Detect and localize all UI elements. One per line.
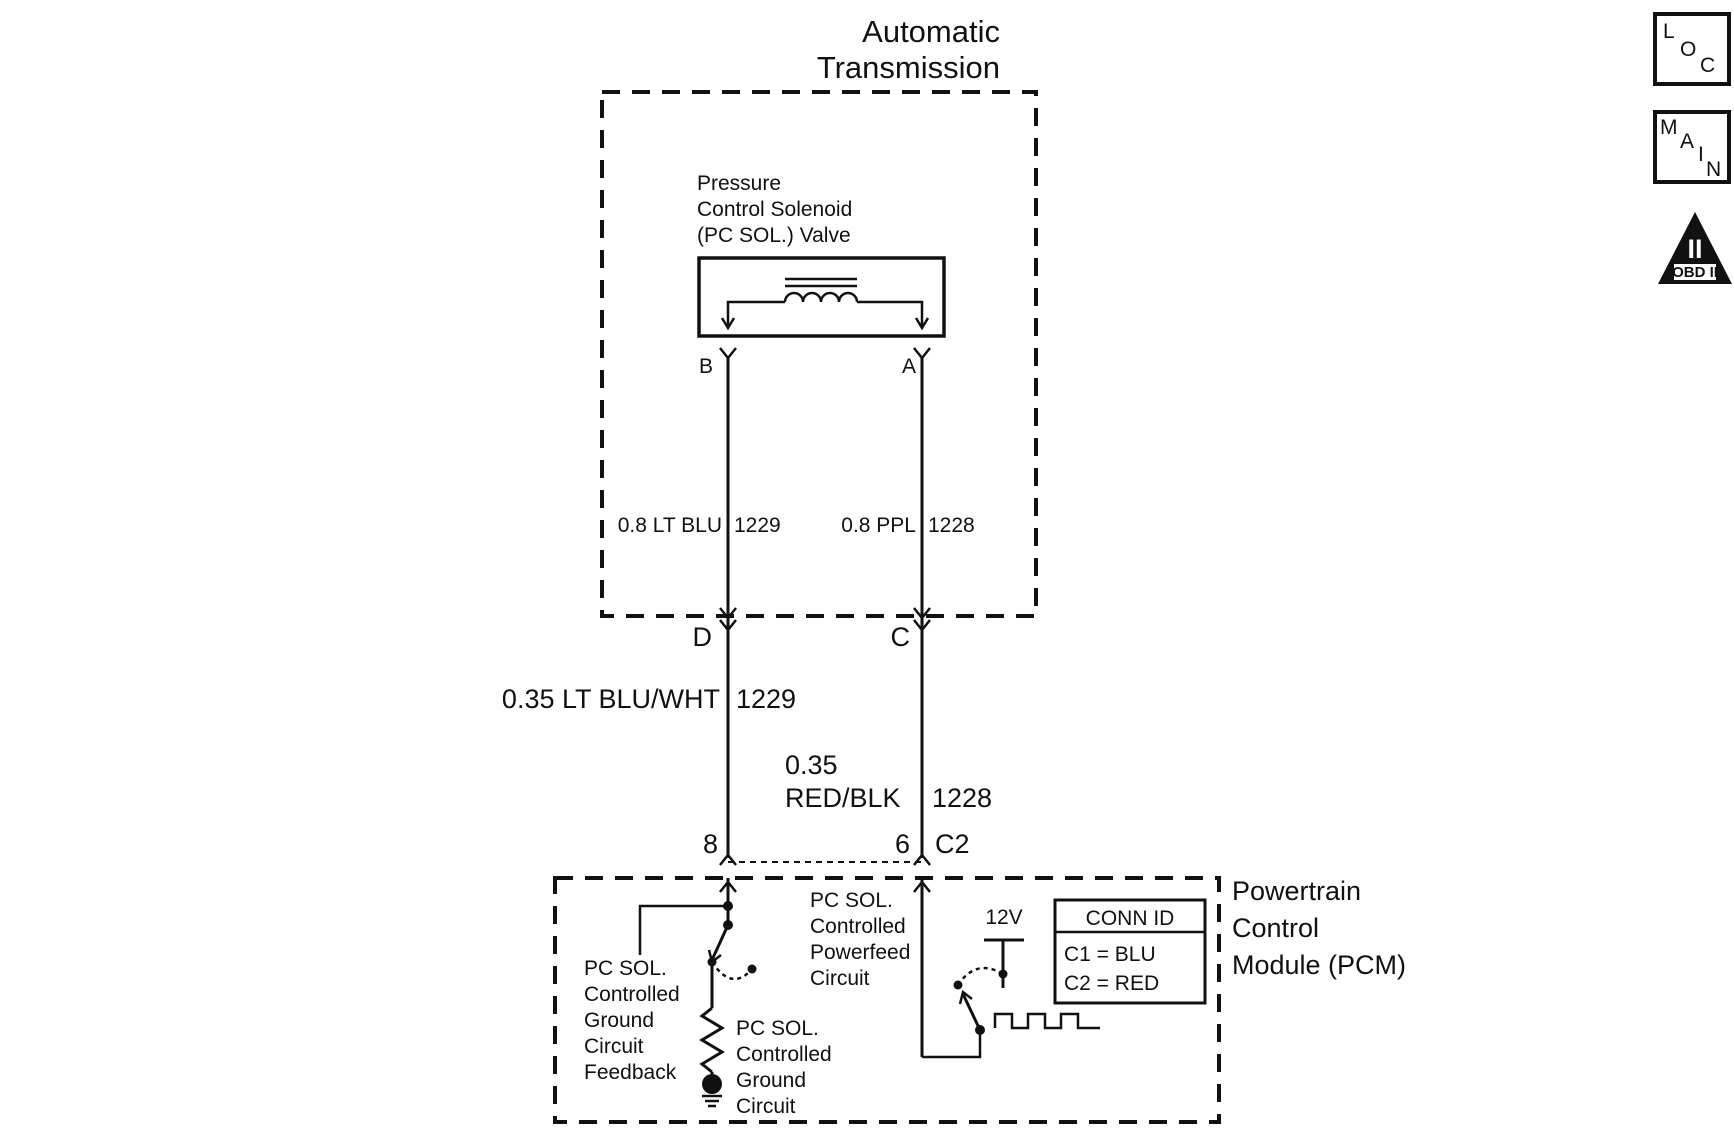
pcm-pin-8: 8 [703,829,718,859]
loc-icon[interactable]: L O C [1653,12,1731,86]
svg-text:L: L [1663,20,1675,43]
transmission-boundary [600,90,1038,618]
powerfeed-label-line3: Powerfeed [810,941,910,964]
feedback-label-line2: Controlled [584,983,680,1006]
svg-text:N: N [1706,158,1721,181]
solenoid-label-line3: (PC SOL.) Valve [697,224,851,247]
harness-left-spec: 0.35 LT BLU/WHT [502,684,720,714]
pin-a-connector [913,347,931,361]
ground-label-line2: Controlled [736,1043,832,1066]
svg-text:O: O [1680,38,1696,61]
powerfeed-label-line2: Controlled [810,915,906,938]
feedback-label-line3: Ground [584,1009,654,1032]
internal-wire-left-spec: 0.8 LT BLU [618,514,722,537]
harness-pin-d: D [693,622,713,652]
svg-text:C: C [1700,54,1715,77]
pcm-connector-c2: C2 [935,829,970,859]
svg-text:A: A [1680,130,1694,153]
powerfeed-circuit [913,878,1100,1059]
svg-text:OBD II: OBD II [1672,264,1718,281]
pcm-title-line2: Control [1232,913,1319,943]
pcm-title-line3: Module (PCM) [1232,950,1406,980]
ground-label-line3: Ground [736,1069,806,1092]
pcm-boundary [553,876,1221,1124]
transmission-title-line2: Transmission [817,50,1000,85]
internal-wire-right-spec: 0.8 PPL [841,514,916,537]
pin-8-connector [719,852,737,866]
harness-pin-c: C [891,622,911,652]
solenoid-valve [697,256,946,338]
conn-id-header: CONN ID [1086,907,1175,930]
pin-c-arrow [913,607,931,621]
feedback-label-line5: Feedback [584,1061,677,1084]
svg-text:II: II [1687,234,1702,264]
conn-id-row1: C1 = BLU [1064,943,1156,966]
powerfeed-label-line4: Circuit [810,967,870,990]
transmission-title-line1: Automatic [862,14,1000,49]
ground-label-line1: PC SOL. [736,1017,819,1040]
obd-ii-icon[interactable]: II OBD II [1658,212,1732,284]
harness-right-circuit: 1228 [932,783,992,813]
feedback-label-line1: PC SOL. [584,957,667,980]
voltage-label: 12V [985,906,1022,929]
powerfeed-label-line1: PC SOL. [810,889,893,912]
harness-right-spec-line2: RED/BLK [785,783,901,813]
pin-b-connector [719,347,737,361]
conn-id-row2: C2 = RED [1064,972,1159,995]
svg-text:I: I [1698,143,1704,166]
pin-c-connector [913,619,931,633]
internal-wire-left-circuit: 1229 [734,514,781,537]
solenoid-label-line1: Pressure [697,172,781,195]
ground-label-line4: Circuit [736,1095,796,1118]
pin-6-connector [913,852,931,866]
harness-left-circuit: 1229 [736,684,796,714]
main-icon[interactable]: M A I N [1653,110,1731,184]
conn-id-table [1053,898,1207,1005]
svg-text:M: M [1660,116,1678,139]
solenoid-pin-b: B [699,355,713,378]
pin-d-arrow [719,607,737,621]
pcm-title-line1: Powertrain [1232,876,1361,906]
internal-wire-right-circuit: 1228 [928,514,975,537]
pin-d-connector [719,619,737,633]
solenoid-pin-a: A [902,355,916,378]
ground-circuit [638,878,757,1108]
feedback-label-line4: Circuit [584,1035,644,1058]
pcm-pin-6: 6 [895,829,910,859]
solenoid-label-line2: Control Solenoid [697,198,852,221]
harness-right-spec-line1: 0.35 [785,750,838,780]
